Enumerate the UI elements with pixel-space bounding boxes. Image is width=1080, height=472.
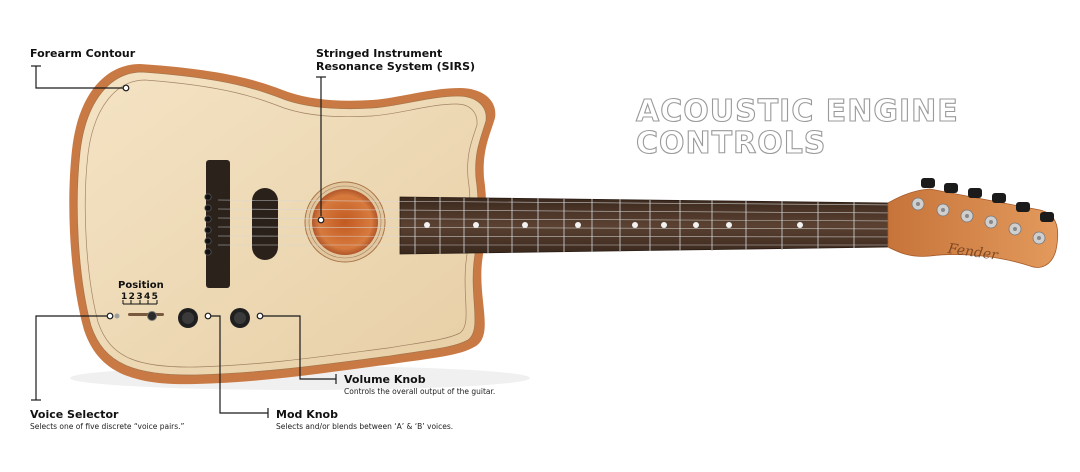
control-knob-icon [178, 308, 250, 328]
pickup [252, 188, 278, 260]
tuner-peg-icon [911, 178, 1054, 245]
strings [217, 199, 906, 246]
volume-knob-label: Volume Knob [344, 373, 426, 386]
fender-logo: Fender [946, 241, 1000, 264]
frets [414, 197, 855, 254]
position-numbers: 12345 [121, 292, 160, 302]
selector-switch-icon [114, 311, 164, 321]
leader-lines [31, 65, 337, 418]
body-purfling [84, 79, 478, 368]
sirs-soundhole [312, 189, 378, 255]
mod-knob-desc: Selects and/or blends between ‘A’ & ‘B’ … [276, 422, 454, 431]
voice-selector-desc: Selects one of five discrete “voice pair… [30, 422, 185, 431]
volume-knob-desc: Controls the overall output of the guita… [344, 387, 496, 396]
headstock [887, 188, 1059, 268]
sirs-label: Stringed Instrument Resonance System (SI… [316, 47, 475, 73]
position-ticks [122, 300, 158, 305]
sirs-label-line1: Stringed Instrument [316, 47, 443, 60]
headline-line2: CONTROLS [635, 126, 827, 161]
voice-selector-label: Voice Selector [30, 408, 119, 421]
fret-marker-icon [424, 222, 803, 228]
leader-endpoints [106, 84, 325, 320]
bridge [206, 160, 230, 288]
sirs-label-line2: Resonance System (SIRS) [316, 60, 476, 73]
position-label: Position [118, 280, 164, 291]
headline-line1: ACOUSTIC ENGINE [635, 94, 959, 129]
section-headline: ACOUSTIC ENGINE CONTROLS [635, 94, 959, 161]
forearm-contour-label: Forearm Contour [30, 47, 136, 60]
mod-knob-label: Mod Knob [276, 408, 338, 421]
bridge-pins [204, 193, 212, 256]
guitar-body-top [76, 71, 487, 376]
